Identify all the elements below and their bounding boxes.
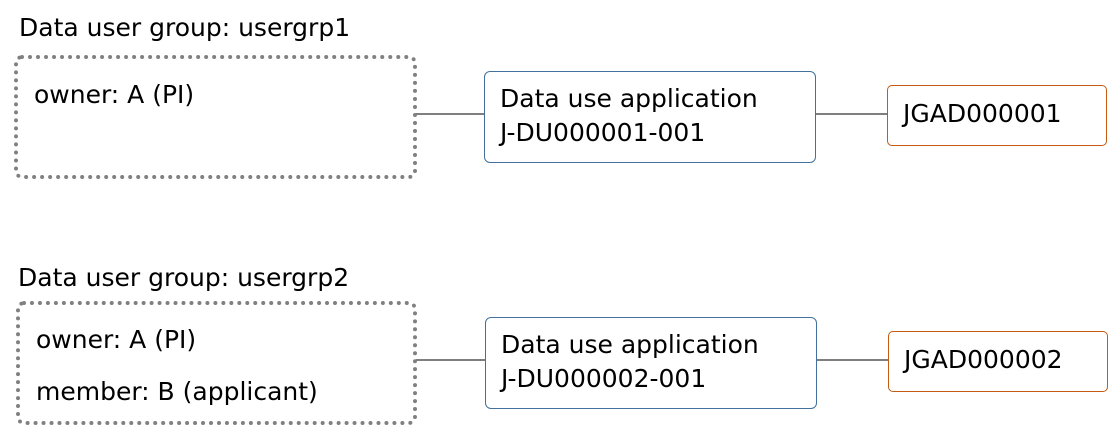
application-id: J-DU000002-001: [501, 364, 707, 393]
connector-group-to-application-2: [416, 359, 486, 361]
group-title-usergrp2: Data user group: usergrp2: [18, 263, 350, 292]
dataset-box-2: JGAD000002: [888, 331, 1108, 392]
group-member-owner: owner: A (PI): [36, 325, 197, 354]
dataset-box-1: JGAD000001: [887, 85, 1107, 146]
application-id: J-DU000001-001: [500, 118, 706, 147]
connector-application-to-dataset-1: [816, 113, 888, 115]
group-title-usergrp1: Data user group: usergrp1: [19, 13, 351, 42]
connector-group-to-application-1: [416, 113, 485, 115]
connector-application-to-dataset-2: [817, 359, 889, 361]
group-member-applicant: member: B (applicant): [36, 377, 318, 406]
group-member-owner: owner: A (PI): [34, 80, 195, 109]
user-group-box-usergrp2: owner: A (PI) member: B (applicant): [16, 301, 417, 425]
application-box-1: Data use application J-DU000001-001: [484, 71, 816, 163]
application-label: Data use application: [501, 330, 759, 359]
application-label: Data use application: [500, 84, 758, 113]
user-group-box-usergrp1: owner: A (PI): [14, 55, 417, 179]
application-box-2: Data use application J-DU000002-001: [485, 317, 817, 409]
